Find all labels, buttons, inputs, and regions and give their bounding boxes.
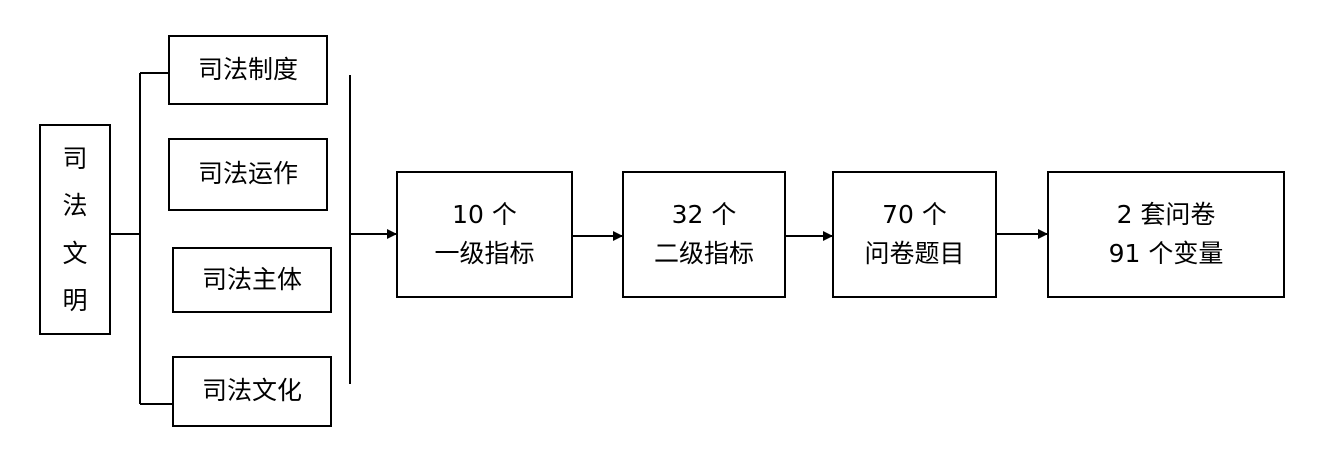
dimension-box-judicial-operation: 司法运作 (168, 138, 328, 211)
dimension-label: 司法文化 (201, 376, 302, 406)
flow-box-questionnaire-items: 70 个 问卷题目 (832, 171, 997, 298)
flow-count: 2 套问卷 (1116, 199, 1216, 229)
root-char: 司 (62, 143, 88, 173)
flow-label: 问卷题目 (864, 238, 965, 268)
flow-box-questionnaires-variables: 2 套问卷 91 个变量 (1047, 171, 1285, 298)
root-char: 文 (62, 238, 88, 268)
dimension-box-judicial-system: 司法制度 (168, 35, 328, 105)
dimension-box-judicial-subject: 司法主体 (172, 247, 332, 313)
flow-count: 70 个 (882, 199, 947, 229)
dimension-box-judicial-culture: 司法文化 (172, 356, 332, 427)
root-box-judicial-civilization: 司 法 文 明 (39, 124, 111, 335)
root-char: 法 (62, 191, 88, 220)
flow-label: 二级指标 (653, 238, 754, 268)
root-char: 明 (62, 286, 88, 315)
flow-count: 10 个 (452, 199, 517, 229)
flow-label: 一级指标 (434, 238, 535, 268)
flow-box-level1-indicators: 10 个 一级指标 (396, 171, 573, 298)
flow-box-level2-indicators: 32 个 二级指标 (622, 171, 786, 298)
dimension-label: 司法主体 (201, 264, 302, 294)
flow-count: 32 个 (671, 199, 737, 229)
flow-label: 91 个变量 (1108, 238, 1224, 268)
dimension-label: 司法运作 (197, 159, 298, 189)
dimension-label: 司法制度 (197, 54, 298, 84)
